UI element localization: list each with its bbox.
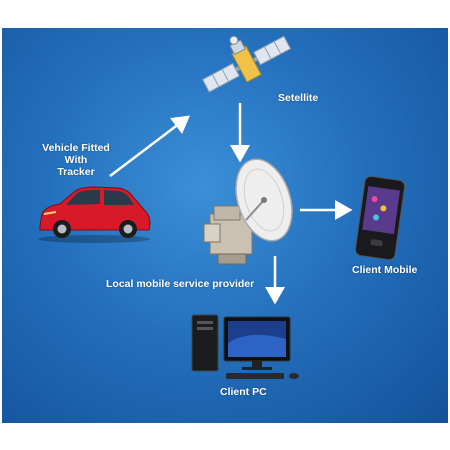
satellite-icon [201,35,292,93]
vehicle-label: Vehicle Fitted With Tracker [40,142,112,178]
connection-arrows [109,103,353,305]
arrow-vehicle-to-satellite [109,115,190,177]
mobile-phone-icon [354,175,406,261]
diagram-panel: Setellite Vehicle Fitted With Tracker [2,28,448,423]
satellite-label: Setellite [278,92,319,104]
client-mobile-label: Client Mobile [352,264,418,276]
provider-label: Local mobile service provider [106,278,255,290]
desktop-pc-icon [191,314,299,379]
vehicle-label-line-1: Vehicle Fitted [42,142,110,154]
vehicle-label-line-3: Tracker [57,166,95,178]
satellite-dish-icon [203,158,293,265]
car-icon [38,186,151,243]
vehicle-label-line-2: With [64,154,88,166]
client-pc-label: Client PC [220,386,267,398]
